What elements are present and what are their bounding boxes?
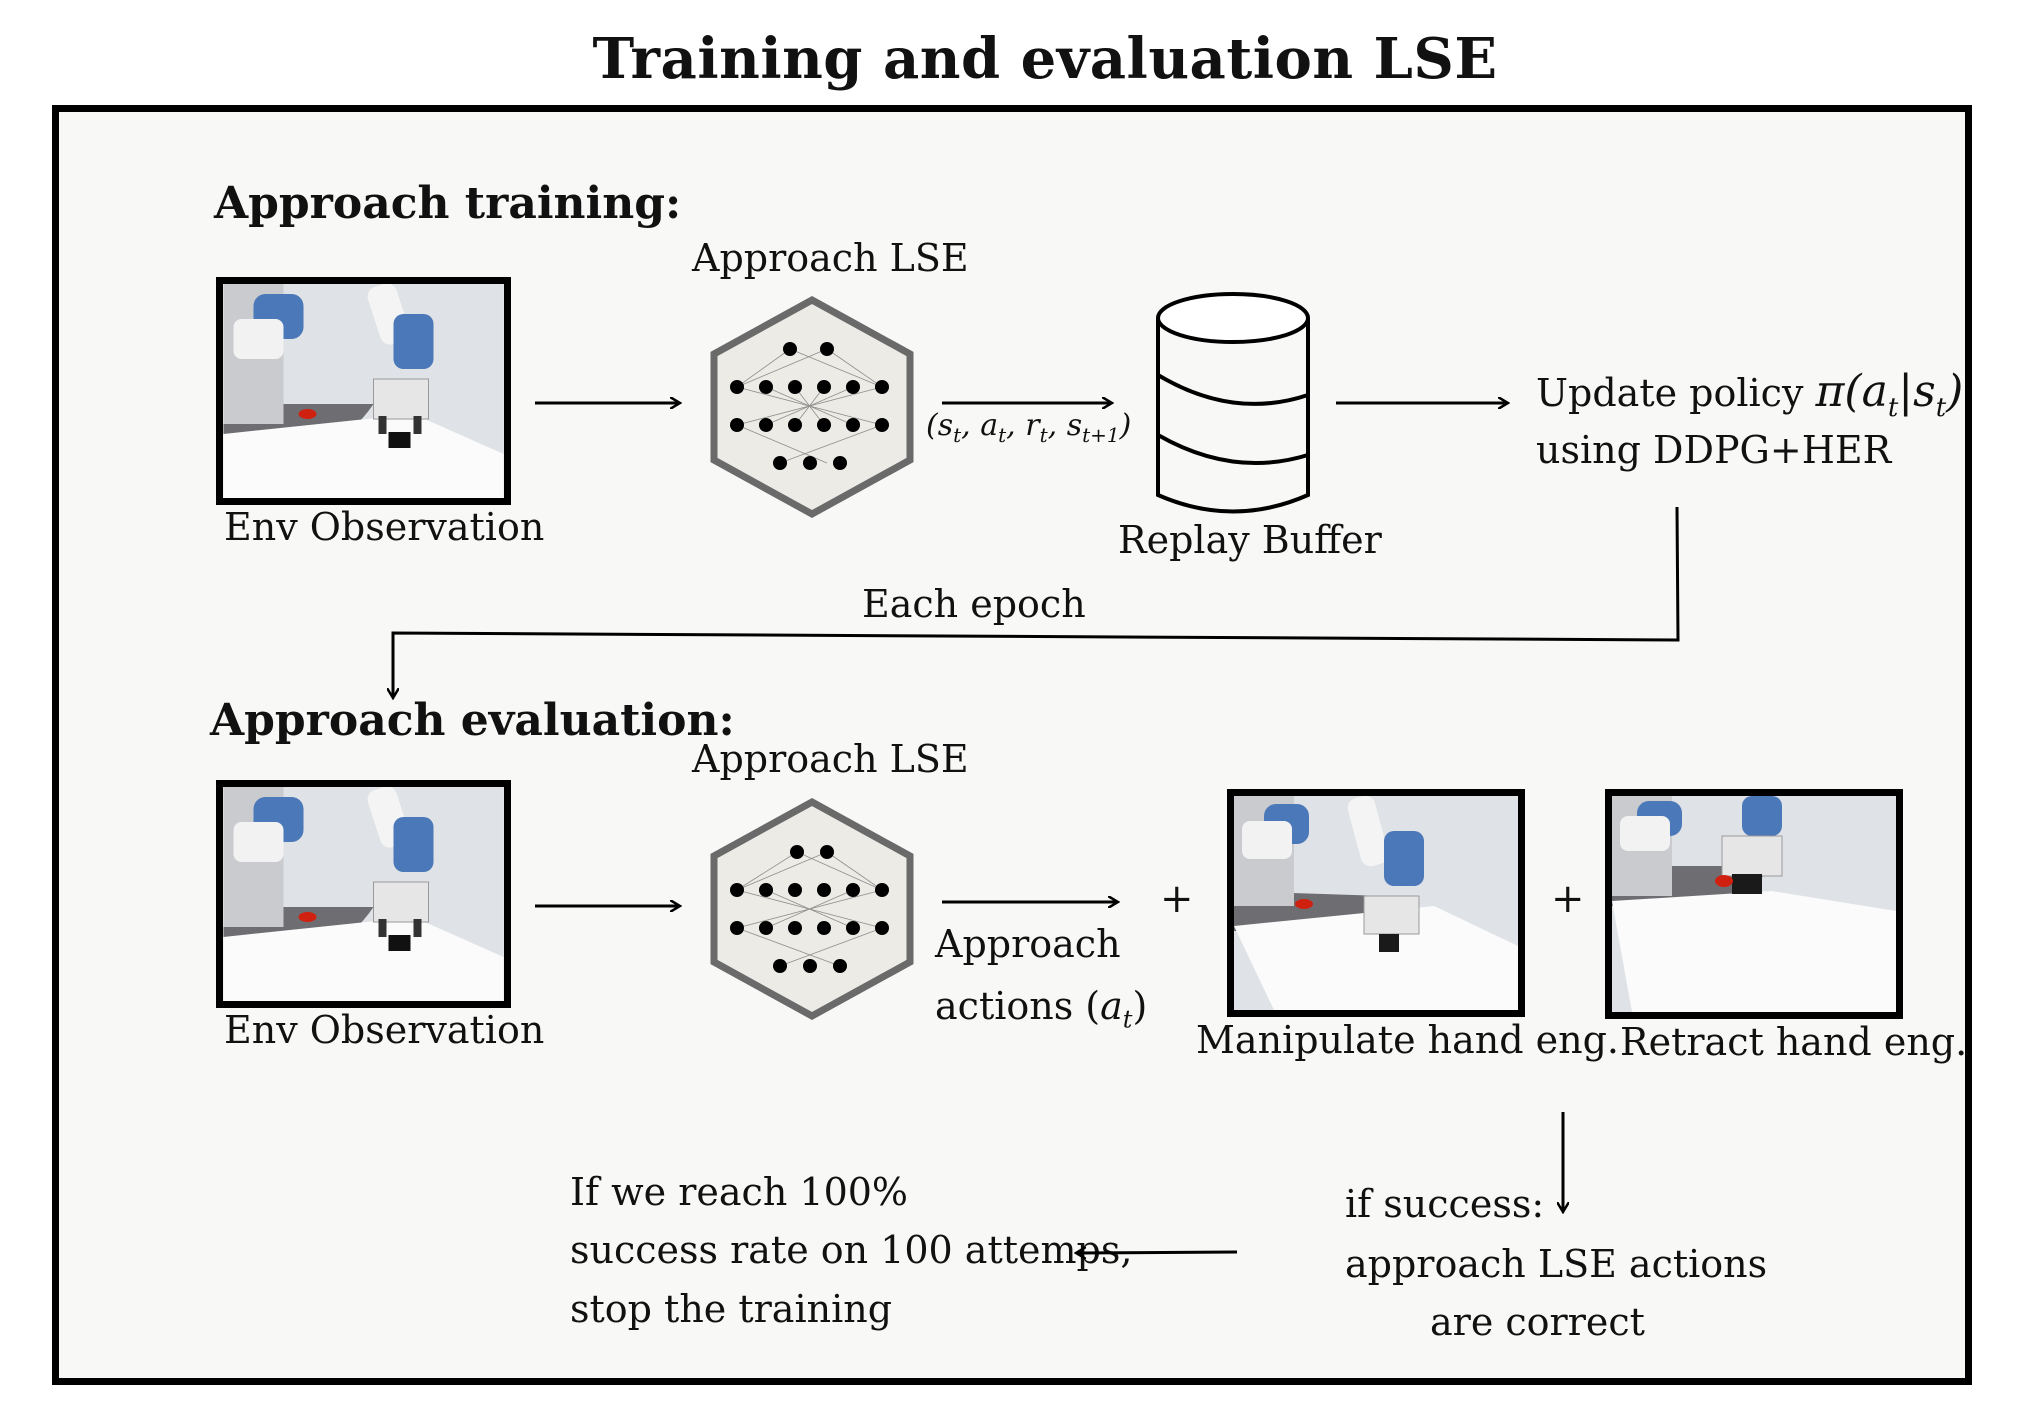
approach-actions-line2: actions (at)	[935, 984, 1148, 1034]
eval-env-label: Env Observation	[224, 1008, 545, 1052]
transition-tuple-label: (st, at, rt, st+1)	[926, 408, 1132, 447]
eval-lse-label: Approach LSE	[692, 737, 969, 781]
success-line1: if success:	[1345, 1182, 1545, 1226]
replay-buffer-label: Replay Buffer	[1118, 518, 1382, 562]
database-icon	[1156, 292, 1310, 514]
manipulate-hand-image	[1227, 789, 1525, 1017]
retract-hand-label: Retract hand eng.	[1620, 1020, 1968, 1064]
robot-scene-icon	[1612, 796, 1896, 1012]
page-title: Training and evaluation LSE	[592, 26, 1498, 92]
training-heading: Approach training:	[214, 178, 682, 229]
training-env-label: Env Observation	[224, 505, 545, 549]
robot-scene-icon	[223, 284, 504, 498]
manipulate-hand-label: Manipulate hand eng.	[1196, 1018, 1620, 1062]
stop-line3: stop the training	[570, 1287, 893, 1331]
env-observation-image	[216, 277, 511, 505]
update-policy-text: Update policy π(at|st)	[1536, 366, 1964, 423]
eval-env-observation-image	[216, 780, 511, 1008]
robot-scene-icon	[223, 787, 504, 1001]
arrow-icon	[1076, 1252, 1238, 1253]
success-line3: are correct	[1430, 1300, 1645, 1344]
arrow-icon	[393, 506, 1680, 698]
retract-hand-image	[1605, 789, 1903, 1019]
success-line2: approach LSE actions	[1345, 1242, 1768, 1286]
robot-scene-icon	[1234, 796, 1518, 1010]
each-epoch-label: Each epoch	[862, 582, 1086, 626]
approach-lse-network-icon	[710, 798, 914, 1020]
plus-sign: +	[1551, 876, 1585, 922]
stop-line1: If we reach 100%	[570, 1170, 909, 1214]
evaluation-heading: Approach evaluation:	[210, 695, 735, 746]
plus-sign: +	[1160, 876, 1194, 922]
approach-actions-line1: Approach	[935, 922, 1121, 966]
training-lse-label: Approach LSE	[692, 236, 969, 280]
ddpg-her-text: using DDPG+HER	[1536, 428, 1892, 472]
stop-line2: success rate on 100 attemps,	[570, 1228, 1133, 1272]
approach-lse-network-icon	[710, 296, 914, 518]
